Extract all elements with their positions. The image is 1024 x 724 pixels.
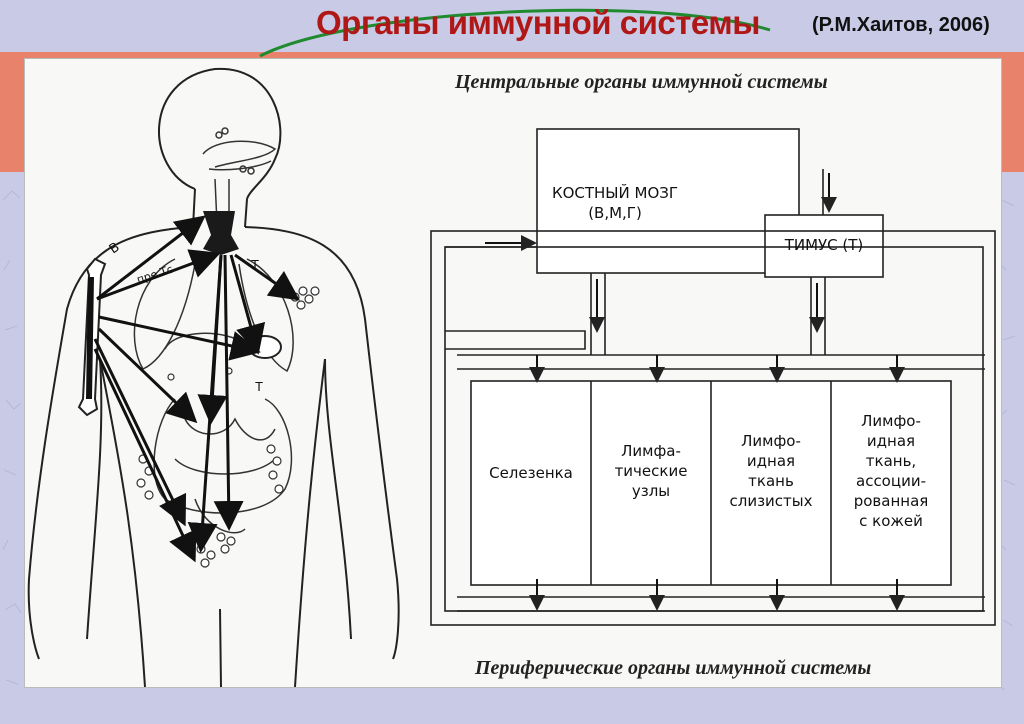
central-organs-heading: Центральные органы иммунной системы [455, 71, 828, 93]
page-title: Органы иммунной системы [316, 4, 760, 41]
body-label-t-upper: Т [251, 258, 259, 272]
torso-outline [27, 226, 194, 660]
body-outline [27, 67, 400, 687]
migration-arrows [93, 215, 300, 563]
lymph-nodes [136, 286, 320, 568]
peripheral-organs-heading: Периферические органы иммунной системы [475, 657, 872, 679]
bone-marrow-label: КОСТНЫЙ МОЗГ (В,М,Г) [551, 184, 679, 222]
thymus-shape [203, 211, 239, 255]
thymus-box [764, 214, 884, 278]
bone-marrow-box [536, 128, 800, 274]
flow-arrows [485, 173, 905, 611]
organ-label-skin-tissue: Лимфо- идная ткань, ассоции- рованная с … [853, 412, 929, 530]
thymus-label: ТИМУС (Т) [784, 236, 864, 254]
outer-frame [430, 230, 996, 626]
organ-label-mucosal-tissue: Лимфо- идная ткань слизистых [729, 432, 813, 510]
diagram-svg [27, 67, 996, 687]
body-label-t-lower: Т [255, 380, 263, 394]
author-citation: (Р.М.Хаитов, 2006) [812, 14, 990, 36]
title-swoosh [259, 8, 771, 58]
organ-label-spleen: Селезенка [489, 464, 573, 482]
diagram-panel: Центральные органы иммунной системы Пери… [24, 58, 1002, 688]
header: Органы иммунной системы (Р.М.Хаитов, 200… [0, 0, 1024, 52]
organ-label-lymph-nodes: Лимфа- тические узлы [614, 442, 688, 500]
head-outline [158, 67, 282, 200]
flow-diagram [430, 128, 996, 626]
